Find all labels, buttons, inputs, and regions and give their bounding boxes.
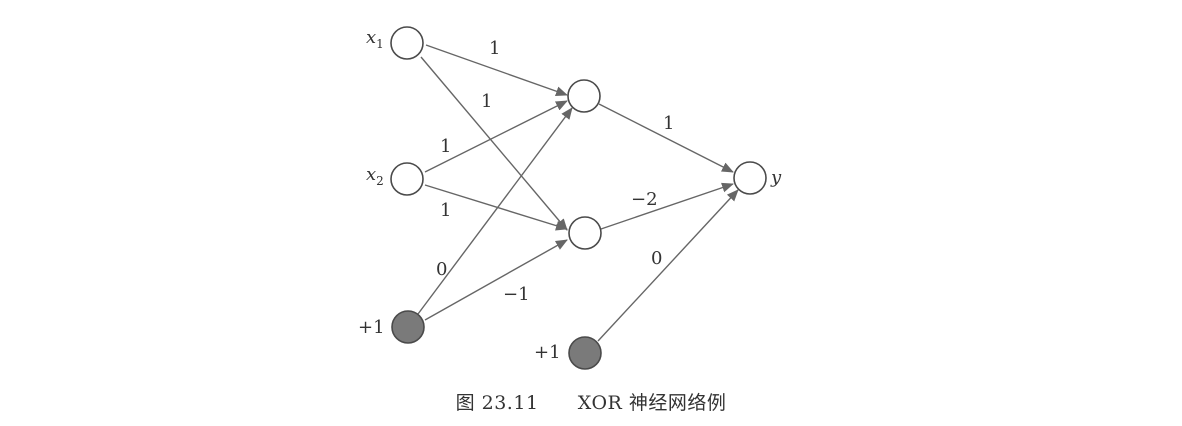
node-label-y: y: [770, 167, 782, 188]
nodes: [390, 26, 767, 370]
figure-title: XOR 神经网络例: [577, 392, 727, 414]
figure-caption: 图 23.11 XOR 神经网络例: [0, 388, 1182, 415]
figure-number: 图 23.11: [455, 392, 539, 414]
edge-b1-h2: [424, 239, 568, 321]
node-label-bias-input: +1: [358, 317, 385, 338]
edge-x2-h2: [424, 184, 568, 231]
weight-b2-y: 0: [651, 248, 662, 269]
hidden-node-2: [568, 216, 602, 250]
edge-x2-h1: [424, 100, 568, 173]
edge-b1-h1: [417, 107, 573, 315]
input-node-x1: [390, 26, 424, 60]
node-label-x2: x2: [366, 164, 384, 188]
weight-b1-h1: 0: [436, 259, 447, 280]
output-node-y: [733, 161, 767, 195]
node-labels: x1 x2 +1 +1 y: [358, 27, 782, 363]
edges: [417, 44, 739, 342]
weight-x2-h1: 1: [440, 136, 451, 157]
hidden-node-1: [567, 79, 601, 113]
weight-x1-h2: 1: [481, 91, 492, 112]
node-label-bias-hidden: +1: [534, 342, 561, 363]
node-label-x1: x1: [366, 27, 384, 51]
weight-x2-h2: 1: [440, 200, 451, 221]
weight-h2-y: −2: [631, 189, 658, 210]
bias-node-input: [391, 310, 425, 344]
bias-node-hidden: [568, 336, 602, 370]
weight-labels: 1 1 1 1 0 −1 1 −2 0: [436, 38, 674, 305]
edge-h2-y: [600, 182, 734, 230]
edge-x1-h2: [420, 56, 568, 231]
edge-b2-y: [597, 189, 739, 342]
caption-gap: [539, 392, 578, 414]
weight-h1-y: 1: [663, 113, 674, 134]
edge-h1-y: [598, 103, 734, 173]
weight-x1-h1: 1: [489, 38, 500, 59]
edge-x1-h1: [425, 44, 568, 97]
weight-b1-h2: −1: [503, 284, 530, 305]
input-node-x2: [390, 162, 424, 196]
